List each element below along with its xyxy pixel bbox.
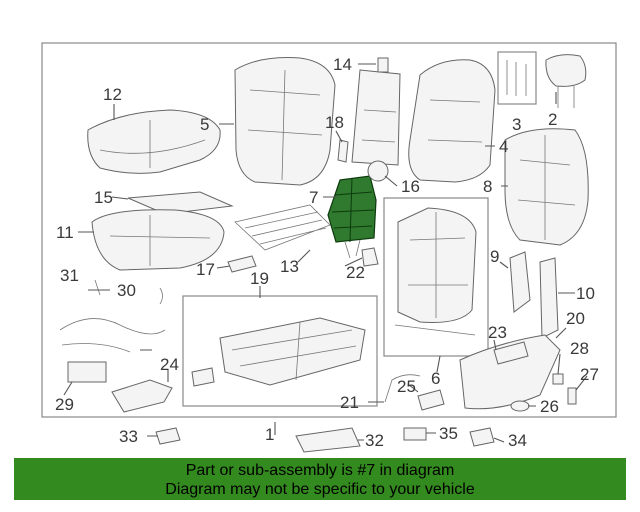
- bolt-set-part[interactable]: [497, 51, 537, 105]
- cable-part[interactable]: [384, 374, 421, 403]
- seat-module-highlighted-part-7[interactable]: [327, 175, 377, 259]
- bracket-part[interactable]: [227, 255, 257, 273]
- callout-14: 14: [333, 55, 352, 74]
- callout-7: 7: [309, 188, 318, 207]
- callout-33: 33: [119, 427, 138, 446]
- side-trim-panel-part-9[interactable]: [509, 251, 531, 313]
- seatback-panel-part[interactable]: [351, 57, 401, 166]
- callout-1: 1: [265, 425, 274, 444]
- callout-11: 11: [56, 223, 74, 242]
- cover-part[interactable]: [493, 341, 529, 365]
- notice-line-2: Diagram may not be specific to your vehi…: [165, 481, 475, 498]
- seat-track-cover-part[interactable]: [111, 379, 173, 413]
- recliner-motor-part[interactable]: [367, 160, 389, 182]
- diagram-frame: [41, 42, 617, 418]
- side-bracket-part[interactable]: [361, 247, 379, 267]
- seat-adjuster-part[interactable]: [191, 317, 366, 387]
- seatback-cushion-part[interactable]: [234, 57, 336, 186]
- callout-22: 22: [346, 263, 365, 282]
- notice-line-1: Part or sub-assembly is #7 in diagram: [185, 462, 455, 479]
- callout-27: 27: [580, 365, 599, 384]
- seat-spring-part[interactable]: [234, 204, 331, 251]
- callout-28: 28: [570, 339, 589, 358]
- seat-frame-subgroup-box: [383, 197, 489, 357]
- callout-8: 8: [483, 177, 492, 196]
- fitment-notice-banner: Part or sub-assembly is #7 in diagram Di…: [14, 458, 626, 500]
- callout-16: 16: [401, 177, 420, 196]
- cap-part[interactable]: [510, 400, 530, 412]
- clip-part[interactable]: [159, 287, 163, 305]
- switch-part[interactable]: [552, 373, 564, 385]
- control-module-part[interactable]: [67, 361, 107, 383]
- callout-19: 19: [250, 269, 269, 288]
- sill-trim-part[interactable]: [295, 427, 361, 453]
- callout-13: 13: [280, 257, 299, 276]
- callout-30: 30: [117, 281, 136, 300]
- callout-20: 20: [566, 309, 585, 328]
- callout-9: 9: [490, 247, 499, 266]
- callout-2: 2: [548, 110, 557, 129]
- headrest-part[interactable]: [545, 54, 587, 108]
- seat-cushion-pan-part[interactable]: [91, 209, 225, 271]
- seatback-trim-part[interactable]: [408, 59, 496, 183]
- side-trim-panel-part-10[interactable]: [539, 257, 559, 339]
- callout-5: 5: [200, 115, 209, 134]
- seat-heater-mat-part[interactable]: [127, 191, 234, 215]
- callout-31: 31: [60, 266, 79, 285]
- seatback-frame-part[interactable]: [504, 128, 589, 246]
- callout-25: 25: [397, 377, 416, 396]
- callout-35: 35: [439, 424, 458, 443]
- knob-part[interactable]: [567, 387, 577, 405]
- callout-34: 34: [508, 431, 527, 450]
- callout-29: 29: [55, 395, 74, 414]
- lever-part[interactable]: [337, 139, 349, 163]
- callout-18: 18: [325, 113, 344, 132]
- seat-cushion-part[interactable]: [87, 109, 221, 174]
- callout-26: 26: [540, 397, 559, 416]
- callout-24: 24: [160, 355, 179, 374]
- small-cover-part[interactable]: [403, 427, 427, 441]
- callout-17: 17: [196, 260, 215, 279]
- callout-4: 4: [499, 137, 508, 156]
- callout-3: 3: [512, 115, 521, 134]
- parts-diagram: 12 5 14 4 3 2 8 18 16 7 15 11 17 13 22 1…: [41, 42, 617, 453]
- callout-21: 21: [340, 393, 359, 412]
- actuator-part[interactable]: [417, 389, 445, 411]
- wiring-harness-part[interactable]: [59, 279, 166, 353]
- seat-adjuster-subgroup-box: [182, 295, 378, 407]
- callout-23: 23: [488, 323, 507, 342]
- callout-15: 15: [94, 188, 113, 207]
- seat-frame-part[interactable]: [394, 207, 477, 336]
- bottom-clip-part[interactable]: [155, 427, 181, 445]
- end-cap-part[interactable]: [469, 427, 495, 447]
- callout-12: 12: [103, 85, 122, 104]
- callout-32: 32: [365, 431, 384, 450]
- side-shield-part[interactable]: [459, 334, 561, 410]
- callout-6: 6: [431, 369, 440, 388]
- callout-10: 10: [576, 284, 595, 303]
